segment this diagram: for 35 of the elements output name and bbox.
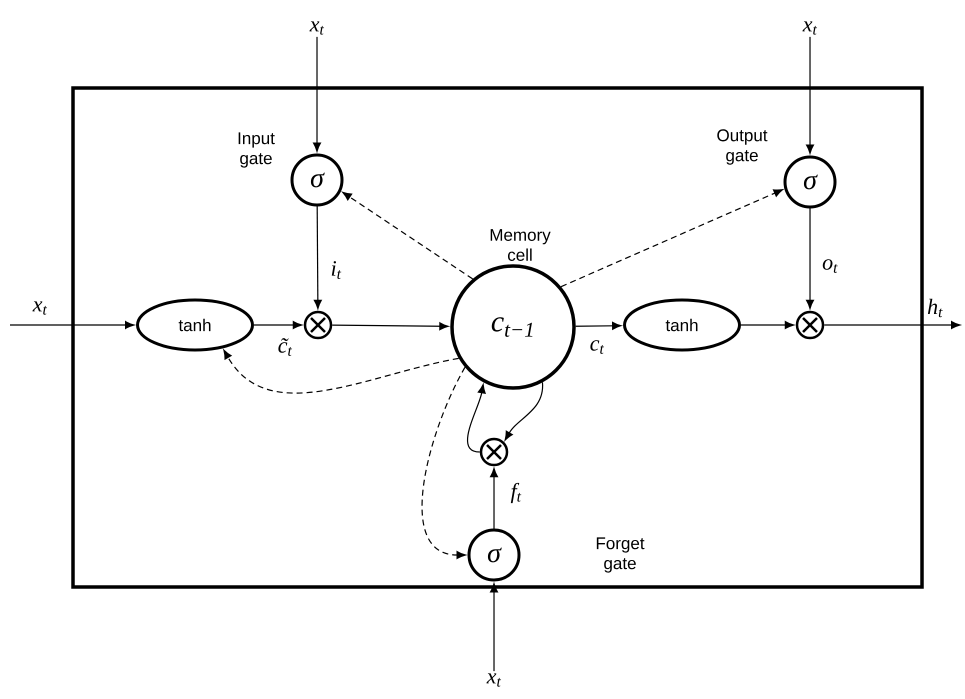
arrow (824, 321, 960, 330)
arrow (223, 350, 459, 394)
multiply-symbol (480, 438, 508, 466)
input-label: x$_{t}$ (486, 673, 502, 687)
arrow (422, 367, 466, 560)
input-label: x$_{t}$ (802, 21, 818, 35)
node-label: Forget gate (596, 537, 644, 573)
arrow (806, 208, 814, 310)
edge-label: i$_{t}$ (332, 261, 342, 279)
arrow (490, 468, 498, 528)
arrow (332, 322, 449, 330)
input-label: x$_{t}$ (309, 21, 324, 35)
edge-label: x$_{t}$ (32, 301, 48, 315)
arrow (313, 36, 322, 152)
arrow (490, 583, 498, 672)
arrow (314, 206, 322, 310)
arrow (254, 321, 302, 330)
edge-label: o$_{t}$ (822, 259, 838, 273)
node-label: Input gate (238, 132, 275, 168)
edge-label: h$_{t}$ (928, 298, 943, 318)
arrow (806, 36, 814, 154)
arrow (560, 189, 783, 288)
node-label: Output gate (717, 129, 768, 165)
edge-label: f$_{t}$ (510, 482, 522, 504)
arrow (576, 322, 622, 330)
edge-label: c̃$_{t}$ (278, 338, 292, 356)
arrow (741, 321, 794, 330)
arrow (504, 382, 544, 441)
arrow (466, 384, 486, 453)
arrow (10, 321, 134, 330)
edge-label: c$_{t}$ (590, 340, 604, 354)
multiply-symbol (796, 310, 824, 340)
arrow (342, 192, 473, 280)
multiply-symbol (304, 310, 332, 340)
node-label: Memory cell (490, 229, 551, 261)
